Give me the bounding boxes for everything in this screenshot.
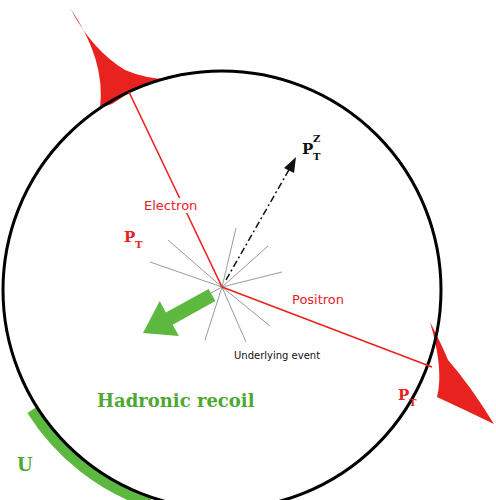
momentum-symbol: P — [398, 386, 409, 404]
momentum-superscript-box: Z — [313, 134, 320, 144]
particle-label-box: Positron — [290, 292, 346, 307]
momentum-symbol-box: P — [124, 230, 135, 245]
momentum-subscript-box: T — [409, 398, 416, 408]
momentum-symbol: P — [302, 140, 313, 158]
momentum-subscript: T — [409, 397, 416, 408]
recoil-symbol-box: U — [17, 456, 33, 474]
energy-deposit — [430, 322, 494, 424]
particle-label-box: Electron — [142, 198, 199, 213]
arrow-head — [284, 157, 296, 173]
momentum-symbol-box: P — [398, 388, 409, 403]
z-momentum-arrow — [226, 168, 290, 280]
momentum-subscript-box: T — [313, 152, 320, 162]
recoil-symbol: U — [17, 454, 33, 475]
energy-deposit — [70, 8, 168, 108]
recoil-arrow — [143, 289, 215, 336]
event-label-box: Underlying event — [232, 350, 322, 362]
electron-track — [129, 92, 222, 287]
momentum-subscript: T — [135, 239, 142, 250]
positron-track — [222, 287, 432, 367]
momentum-superscript: Z — [313, 133, 320, 144]
particle-label: Positron — [292, 292, 344, 307]
recoil-label: Hadronic recoil — [97, 390, 254, 411]
recoil-label-box: Hadronic recoil — [97, 392, 254, 410]
particle-label: Electron — [144, 198, 197, 213]
detector-circle — [3, 71, 441, 500]
momentum-symbol: P — [124, 228, 135, 246]
momentum-symbol-box: P — [302, 142, 313, 157]
event-label: Underlying event — [234, 350, 320, 361]
momentum-subscript: T — [313, 151, 320, 162]
momentum-subscript-box: T — [135, 240, 142, 250]
